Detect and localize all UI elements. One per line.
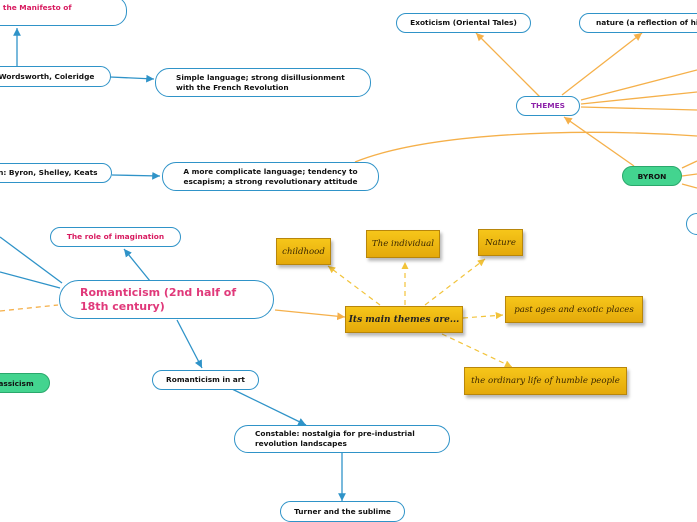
line-byron-right-1 xyxy=(681,160,697,169)
nature-reflection-node[interactable]: nature (a reflection of his xyxy=(579,13,697,33)
nature-reflection-label: nature (a reflection of his xyxy=(596,18,697,27)
line-art-constable xyxy=(231,388,307,426)
line-root-main-themes xyxy=(274,309,346,321)
classicism-node[interactable]: assicism xyxy=(0,373,50,393)
manifesto-label: s: the Manifesto of xyxy=(0,3,72,12)
ordinary-life-card[interactable]: the ordinary life of humble people xyxy=(464,367,627,395)
exoticism-label: Exoticism (Oriental Tales) xyxy=(410,18,517,27)
simple-language-label: Simple language; strong disillusionment … xyxy=(176,72,345,92)
line-themes-right-2 xyxy=(580,91,697,105)
line-left-root-2 xyxy=(0,271,61,289)
nature-label: Nature xyxy=(485,237,516,248)
romanticism-in-art-label: Romanticism in art xyxy=(166,375,245,384)
wordsworth-label: : Wordsworth, Coleridge xyxy=(0,71,95,81)
byron-shelley-node[interactable]: on: Byron, Shelley, Keats xyxy=(0,163,112,183)
line-left-root-dashed xyxy=(0,304,59,312)
childhood-card[interactable]: childhood xyxy=(276,238,331,265)
nature-card[interactable]: Nature xyxy=(478,229,523,256)
line-byron-right-3 xyxy=(681,183,697,189)
simple-language-node[interactable]: Simple language; strong disillusionment … xyxy=(155,68,371,97)
line-main-pastages xyxy=(462,311,504,320)
ordinary-life-label: the ordinary life of humble people xyxy=(471,376,620,386)
line-main-ordinary xyxy=(441,333,513,368)
complicate-language-label: A more complicate language; tendency to … xyxy=(183,166,358,186)
classicism-label: assicism xyxy=(0,378,34,388)
line-themes-right-1 xyxy=(580,69,697,101)
themes-label: THEMES xyxy=(530,101,565,110)
line-themes-exoticism xyxy=(475,32,541,98)
individual-label: The individual xyxy=(371,239,435,249)
line-byron-right-2 xyxy=(681,173,697,177)
main-themes-card[interactable]: Its main themes are... xyxy=(345,306,463,333)
byron-shelley-label: on: Byron, Shelley, Keats xyxy=(0,168,98,177)
line-root-art xyxy=(176,319,203,369)
line-main-childhood xyxy=(327,265,381,306)
complicate-language-node[interactable]: A more complicate language; tendency to … xyxy=(162,162,379,191)
byron-node[interactable]: BYRON xyxy=(622,166,682,186)
role-imagination-label: The role of imagination xyxy=(66,232,165,241)
constable-label: Constable: nostalgia for pre-industrial … xyxy=(255,429,415,448)
wordsworth-node[interactable]: : Wordsworth, Coleridge xyxy=(0,66,111,87)
line-wordsworth-simple xyxy=(109,74,155,83)
line-themes-nature xyxy=(561,32,643,96)
turner-label: Turner and the sublime xyxy=(294,506,391,516)
line-complicate-right xyxy=(354,131,697,163)
line-root-imagination xyxy=(123,248,151,282)
exoticism-node[interactable]: Exoticism (Oriental Tales) xyxy=(396,13,531,33)
line-main-nature xyxy=(424,258,486,306)
past-ages-card[interactable]: past ages and exotic places xyxy=(505,296,643,323)
line-left-root-1 xyxy=(0,236,63,284)
childhood-label: childhood xyxy=(282,246,325,257)
main-themes-label: Its main themes are... xyxy=(348,314,460,325)
line-byron-complicate xyxy=(111,171,161,180)
role-imagination-node[interactable]: The role of imagination xyxy=(50,227,181,247)
romanticism-in-art-node[interactable]: Romanticism in art xyxy=(152,370,259,390)
line-themes-right-3 xyxy=(580,106,697,111)
past-ages-label: past ages and exotic places xyxy=(514,304,634,315)
manifesto-node[interactable]: s: the Manifesto of xyxy=(0,0,127,26)
constable-node[interactable]: Constable: nostalgia for pre-industrial … xyxy=(234,425,450,453)
individual-card[interactable]: The individual xyxy=(366,230,440,258)
themes-node[interactable]: THEMES xyxy=(516,96,580,116)
line-byron-themes xyxy=(563,116,635,167)
turner-node[interactable]: Turner and the sublime xyxy=(280,501,405,522)
root-topic-label: Romanticism (2nd half of 18th century) xyxy=(80,285,237,313)
byron-label: BYRON xyxy=(637,171,667,181)
root-topic-romanticism[interactable]: Romanticism (2nd half of 18th century) xyxy=(59,280,274,319)
